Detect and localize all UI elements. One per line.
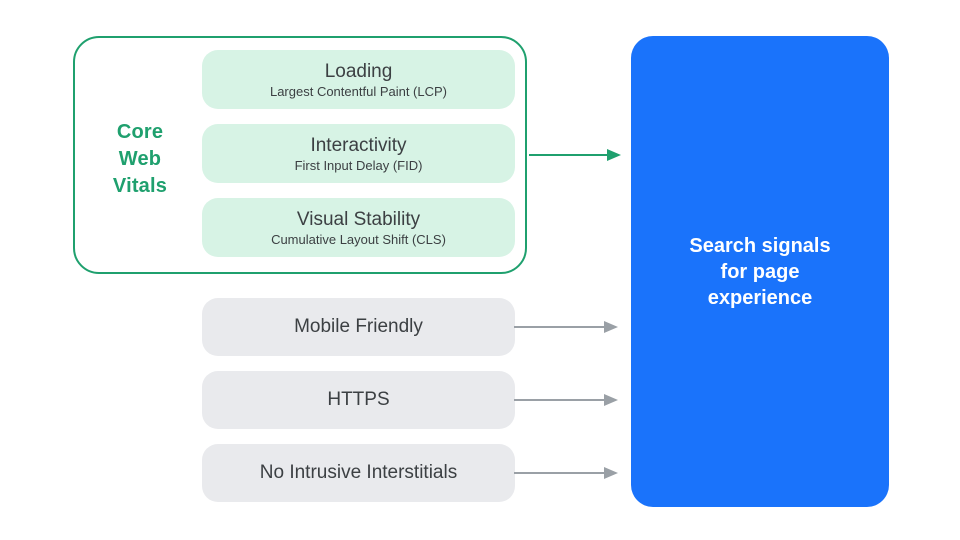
- arrow-head: [604, 467, 618, 479]
- search-signals-box: Search signals for page experience: [631, 36, 889, 507]
- search-signals-label: Search signals for page experience: [689, 234, 831, 309]
- cwv-pill-interactivity: Interactivity First Input Delay (FID): [202, 124, 515, 183]
- arrow-head: [607, 149, 621, 161]
- pill-title: Interactivity: [310, 134, 407, 156]
- mobile-friendly-arrow-right-icon: [514, 321, 618, 333]
- pill-label: Mobile Friendly: [294, 316, 423, 337]
- pill-title: Visual Stability: [296, 208, 421, 230]
- arrow-head: [604, 394, 618, 406]
- signal-pill-https: HTTPS: [202, 371, 515, 429]
- https-arrow-right-icon: [514, 394, 618, 406]
- signal-pill-mobile-friendly: Mobile Friendly: [202, 298, 515, 356]
- cwv-pill-visual-stability: Visual Stability Cumulative Layout Shift…: [202, 198, 515, 257]
- pill-title: Loading: [324, 60, 393, 82]
- pill-subtitle: Largest Contentful Paint (LCP): [269, 83, 448, 99]
- pill-subtitle: First Input Delay (FID): [294, 157, 423, 173]
- pill-label: No Intrusive Interstitials: [259, 462, 458, 483]
- core-web-vitals-label: Core Web Vitals: [112, 121, 168, 197]
- cwv-pill-loading: Loading Largest Contentful Paint (LCP): [202, 50, 515, 109]
- pill-subtitle: Cumulative Layout Shift (CLS): [271, 231, 446, 247]
- interstitials-arrow-right-icon: [514, 467, 618, 479]
- pill-label: HTTPS: [327, 389, 390, 410]
- arrow-head: [604, 321, 618, 333]
- core-web-vitals-arrow-right-icon: [529, 149, 621, 161]
- signal-pill-no-intrusive-interstitials: No Intrusive Interstitials: [202, 444, 515, 502]
